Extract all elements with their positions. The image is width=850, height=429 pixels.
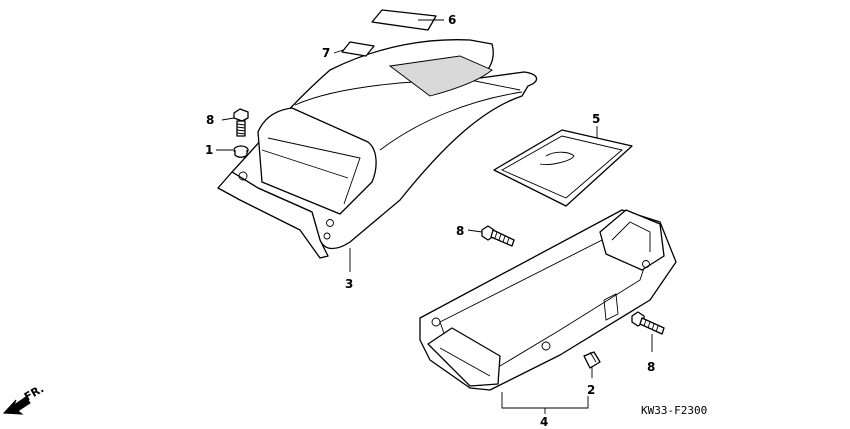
seat-cowl (217, 39, 538, 259)
grommet-1 (233, 145, 249, 158)
clip-nut-2 (583, 351, 601, 369)
callout-2: 2 (587, 383, 595, 397)
callout-5: 5 (592, 112, 600, 126)
leader-lines (216, 19, 653, 414)
callout-8-middle: 8 (456, 224, 464, 238)
callout-8-lower: 8 (647, 360, 655, 374)
bolt-8-upper (233, 108, 249, 137)
diagram-code: KW33-F2300 (641, 404, 707, 417)
callout-3: 3 (345, 277, 353, 291)
pouch-5 (493, 129, 633, 207)
pad-7 (341, 41, 375, 57)
rear-fender-tray (419, 209, 677, 391)
callout-1: 1 (205, 143, 213, 157)
bolt-8-lower (631, 311, 665, 335)
pad-6 (371, 9, 437, 31)
direction-label: FR. (22, 382, 46, 403)
callout-4: 4 (540, 415, 548, 429)
bolt-8-middle (481, 225, 515, 247)
callout-8-upper: 8 (206, 113, 214, 127)
front-direction-arrow: FR. (2, 382, 46, 415)
callout-6: 6 (448, 13, 456, 27)
callout-7: 7 (322, 46, 330, 60)
